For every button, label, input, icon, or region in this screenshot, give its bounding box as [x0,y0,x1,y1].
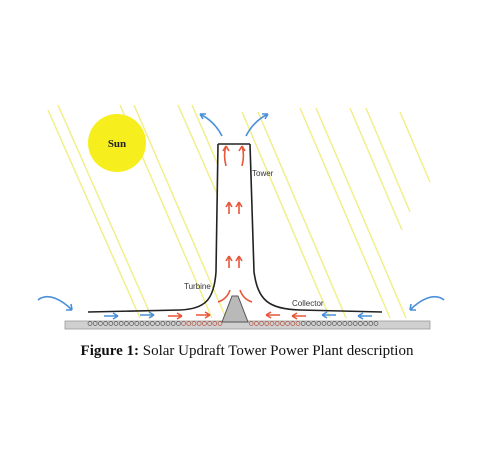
ground [64,320,431,330]
storage-pebble [196,321,202,326]
storage-pebble [155,321,160,326]
storage-pebble [274,321,280,326]
storage-pebble [254,321,259,326]
cold-air-inlet-left [37,295,73,311]
storage-pebble [306,321,311,326]
exhaust-right [245,113,269,137]
storage-pebble [186,321,192,326]
storage-pebble [113,321,119,326]
updraft-arrow-4 [235,255,243,268]
storage-pebble [280,321,285,326]
turbine-hub [221,295,249,323]
storage-pebble [212,321,218,326]
figure-caption: Figure 1: Solar Updraft Tower Power Plan… [0,343,494,360]
storage-pebble [160,321,166,326]
cold-air-arrow-left-2 [140,311,155,319]
storage-pebble [191,321,197,326]
storage-pebble [150,321,155,326]
storage-pebble [290,321,296,326]
storage-pebble [98,321,103,326]
storage-pebble [285,321,290,326]
storage-pebble [352,321,358,326]
storage-pebble [259,321,264,326]
storage-pebble [129,321,134,326]
storage-pebble [139,321,145,326]
collector-roof-left [87,143,219,313]
storage-pebble [321,321,327,326]
storage-pebble [217,321,223,326]
hot-air-arrow-left-2 [196,311,211,319]
storage-pebble [373,321,379,326]
cold-air-inlet-right [409,295,445,311]
turbine-label: Turbine [184,282,211,291]
caption-prefix: Figure 1: [80,343,139,359]
cold-air-arrow-right-2 [321,311,336,319]
storage-pebble [170,321,176,326]
storage-pebble [176,321,181,326]
exhaust-left [199,113,223,137]
storage-pebble [134,321,140,326]
sun-label: Sun [108,138,126,150]
storage-pebble [103,321,108,326]
storage-pebble [87,321,93,326]
updraft-arrow-3 [225,255,233,268]
storage-pebble [248,321,254,326]
storage-pebble [92,321,98,326]
turbine-flow-left [217,289,231,303]
collector-and-tower [87,143,383,313]
hot-air-arrow-left-1 [168,312,183,320]
storage-pebble [311,321,316,326]
storage-pebble [202,321,207,326]
hot-air-flow [168,145,306,320]
cold-air-arrow-left-1 [104,312,119,320]
storage-pebble [326,321,332,326]
storage-pebble [124,321,129,326]
storage-pebble [108,321,114,326]
storage-pebble [207,321,212,326]
storage-pebble [300,321,306,326]
collector-roof-right [249,143,383,313]
updraft-arrow-2 [235,201,243,214]
updraft-arrow-1 [225,201,233,214]
storage-pebble [368,321,374,326]
sun: Sun [88,114,146,172]
storage-pebble [181,321,186,326]
storage-pebble [165,321,171,326]
storage-pebble [295,321,301,326]
caption-text: Solar Updraft Tower Power Plant descript… [139,343,414,359]
storage-pebble [118,321,124,326]
cold-air-flow [37,113,445,320]
storage-pebble [332,321,337,326]
tower-label: Tower [252,169,274,178]
hot-air-arrow-right-2 [265,311,280,319]
heat-storage-layer [87,321,379,326]
storage-pebble [342,321,348,326]
storage-pebble [337,321,342,326]
cold-air-arrow-right-1 [357,312,372,320]
storage-pebble [269,321,275,326]
storage-pebble [144,321,150,326]
collector-label: Collector [292,299,324,308]
storage-pebble [316,321,322,326]
hot-air-arrow-right-1 [291,312,306,320]
storage-pebble [347,321,353,326]
storage-pebble [264,321,270,326]
storage-pebble [358,321,363,326]
storage-pebble [363,321,368,326]
turbine-flow-right [239,289,253,303]
sun-disc [88,114,146,172]
